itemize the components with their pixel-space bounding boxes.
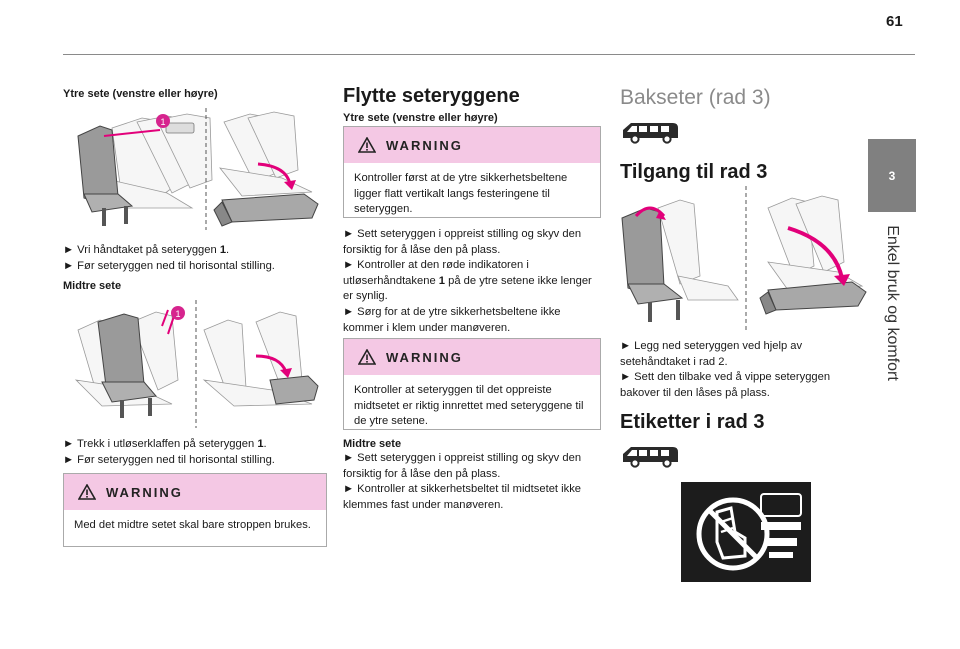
warning-text: Med det midtre setet skal bare stroppen … [74, 519, 311, 531]
no-seat-label-icon [681, 482, 811, 582]
warning-triangle-icon [358, 137, 376, 153]
chapter-tab[interactable]: 3 [868, 139, 916, 212]
warning-header: WARNING [344, 339, 600, 375]
warning-text: Kontroller først at de ytre sikkerhetsbe… [354, 172, 568, 216]
outer-seat-steps: ► Vri håndtaket på seteryggen 1. ► Før s… [63, 244, 275, 272]
chapter-title-vertical: Enkel bruk og komfort [880, 218, 904, 388]
middle-seat-illustration: 1 [74, 300, 319, 428]
callout-number: 1 [160, 117, 165, 127]
section-title-labels-row3: Etiketter i rad 3 [620, 411, 765, 433]
row3-access-illustration [621, 186, 867, 332]
middle-seat-return-steps: ► Sett seteryggen i oppreist stilling og… [343, 452, 582, 511]
section-title-move-backrests: Flytte seteryggene [343, 85, 520, 107]
outer-seat-heading: Ytre sete (venstre eller høyre) [63, 88, 218, 100]
outer-seat-illustration: 1 [77, 108, 319, 230]
van-icon [623, 123, 678, 144]
warning-box-strap: WARNING Med det midtre setet skal bare s… [63, 473, 327, 547]
warning-label: WARNING [106, 484, 183, 500]
row3-access-steps: ► Legg ned seteryggen ved hjelp av seteh… [620, 340, 831, 399]
outer-seat-return-steps: ► Sett seteryggen i oppreist stilling og… [343, 228, 592, 334]
warning-label: WARNING [386, 349, 463, 365]
page-number: 61 [886, 13, 903, 30]
outer-seat-subheading: Ytre sete (venstre eller høyre) [343, 112, 498, 124]
section-title-rear-seats: Bakseter (rad 3) [620, 86, 771, 109]
warning-header: WARNING [344, 127, 600, 163]
warning-text: Kontroller at seteryggen til det oppreis… [354, 384, 584, 428]
middle-seat-steps: ► Trekk i utløserklaffen på seteryggen 1… [63, 438, 275, 466]
warning-box-alignment: WARNING Kontroller at seteryggen til det… [343, 338, 601, 430]
callout-number: 1 [175, 309, 180, 319]
warning-triangle-icon [78, 484, 96, 500]
section-title-access-row3: Tilgang til rad 3 [620, 161, 768, 183]
chapter-title: Enkel bruk og komfort [884, 225, 901, 381]
middle-seat-heading: Midtre sete [63, 280, 122, 292]
warning-header: WARNING [64, 474, 326, 510]
van-icon [623, 447, 678, 468]
header-rule [63, 54, 915, 55]
warning-label: WARNING [386, 137, 463, 153]
middle-seat-heading-2: Midtre sete [343, 438, 402, 450]
warning-box-belts: WARNING Kontroller først at de ytre sikk… [343, 126, 601, 218]
warning-triangle-icon [358, 349, 376, 365]
